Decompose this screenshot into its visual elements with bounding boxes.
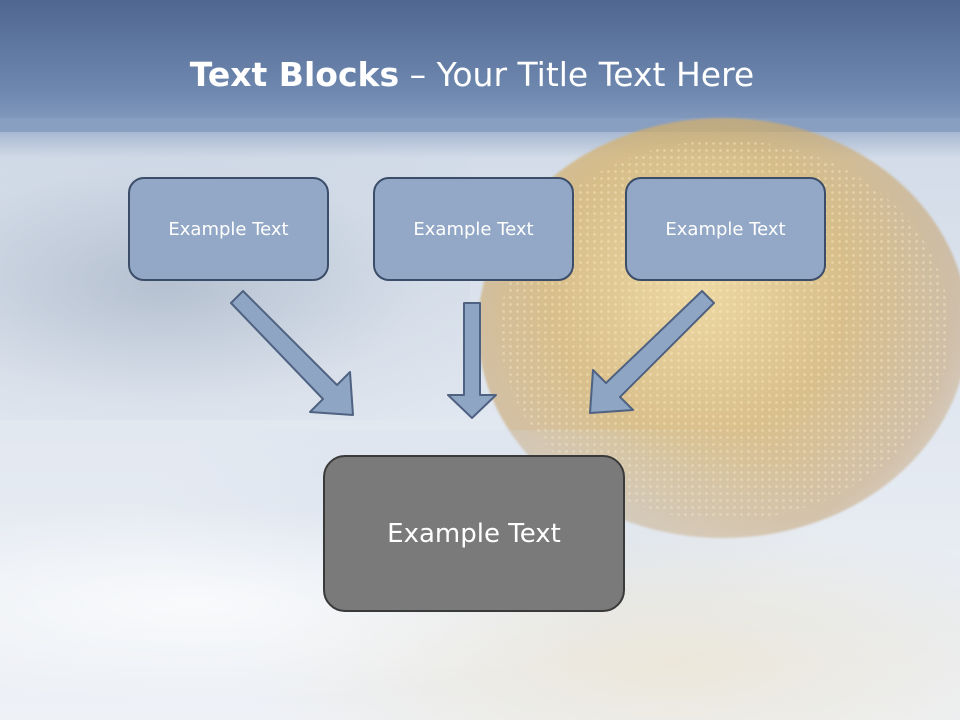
arrow-center-down bbox=[447, 302, 497, 419]
text-block-3: Example Text bbox=[625, 177, 826, 281]
slide-title: Text Blocks – Your Title Text Here bbox=[0, 52, 944, 98]
text-block-2-label: Example Text bbox=[413, 218, 534, 240]
title-bold-part: Text Blocks bbox=[189, 55, 400, 94]
arrow-right-diagonal bbox=[589, 290, 715, 414]
text-block-3-label: Example Text bbox=[665, 218, 786, 240]
title-band bbox=[0, 0, 960, 132]
text-block-1: Example Text bbox=[128, 177, 329, 281]
result-block: Example Text bbox=[323, 455, 625, 612]
text-block-1-label: Example Text bbox=[168, 218, 289, 240]
text-block-2: Example Text bbox=[373, 177, 574, 281]
result-block-label: Example Text bbox=[387, 518, 561, 549]
arrow-left-diagonal bbox=[230, 290, 354, 416]
title-rest-part: Your Title Text Here bbox=[436, 55, 755, 94]
title-separator: – bbox=[399, 55, 437, 94]
